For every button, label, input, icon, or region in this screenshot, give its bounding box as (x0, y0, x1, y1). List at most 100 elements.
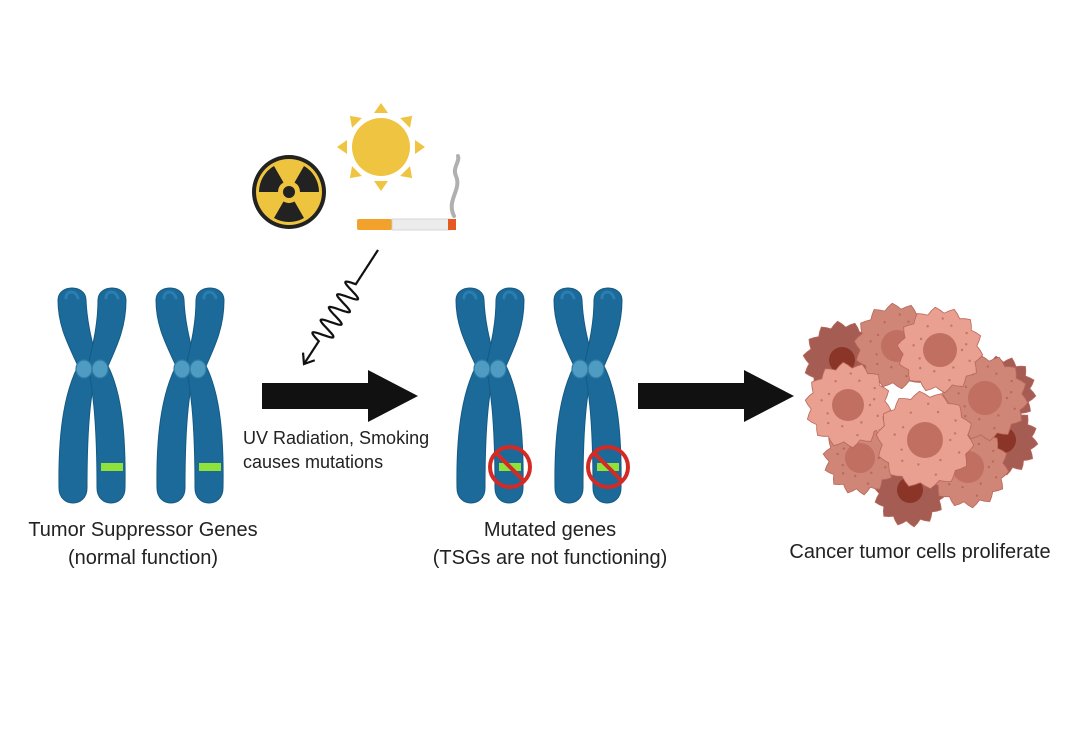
sun-ray (337, 140, 347, 154)
cell-granule (842, 447, 846, 450)
cell-granule (948, 378, 951, 382)
centromere (173, 359, 191, 379)
cell-granule (827, 392, 831, 396)
cigarette-smoking-icon (357, 154, 461, 231)
cause-label: UV Radiation, Smoking causes mutations (243, 426, 429, 474)
cell-nucleus (832, 389, 864, 421)
cell-granule (898, 313, 901, 316)
cell-granule (934, 498, 937, 501)
cigarette-paper (391, 218, 451, 231)
radiation-blade (274, 201, 304, 222)
stage-label-mutated-line2: (TSGs are not functioning) (432, 547, 668, 569)
tumor-cell (875, 390, 975, 490)
chromatid-left (155, 287, 197, 504)
cell-granule (851, 336, 854, 340)
cell-granule (900, 448, 903, 451)
cell-granule (936, 410, 940, 414)
cell-granule (836, 452, 839, 456)
centromere (75, 359, 93, 379)
cell-granule (948, 482, 951, 486)
centromere (189, 359, 207, 379)
cell-granule (907, 320, 910, 323)
cell-granule (994, 476, 998, 479)
cell-granule (820, 399, 823, 402)
cell-granule (853, 474, 857, 478)
cell-granule (933, 370, 936, 373)
cell-granule (883, 321, 886, 324)
sun-ray (415, 140, 425, 154)
cell-granule (884, 466, 887, 469)
cell-granule (993, 426, 996, 430)
cell-granule (868, 403, 872, 407)
cell-granule (876, 414, 879, 418)
cell-granule (975, 494, 979, 497)
chromosome (455, 287, 532, 504)
arrow-mutated-to-cancer (638, 370, 794, 422)
cell-granule (876, 362, 879, 366)
cell-granule (822, 366, 825, 369)
cell-granule (903, 506, 907, 510)
cell-granule (877, 456, 880, 460)
chromatid-left (57, 287, 99, 504)
cell-granule (961, 485, 964, 489)
cell-nucleus (923, 333, 957, 367)
stage-label-cancer: Cancer tumor cells proliferate (770, 538, 1070, 566)
radiation-wave-arrow (301, 249, 379, 366)
sun-ray (400, 115, 413, 128)
tumor-suppressor-gene-band (101, 463, 123, 471)
cell-granule (1009, 462, 1012, 466)
chromatid-highlight (202, 290, 218, 300)
cell-granule (919, 366, 922, 370)
centromere (489, 359, 507, 379)
centromere (571, 359, 589, 379)
cell-granule (968, 359, 971, 363)
cell-granule (890, 366, 893, 369)
chromosome (155, 287, 225, 504)
stage-label-normal-line2: (normal function) (67, 547, 219, 569)
cell-granule (977, 442, 980, 446)
cell-granule (886, 484, 889, 488)
cell-granule (952, 366, 955, 369)
cell-granule (869, 340, 872, 343)
sun-ray (349, 115, 362, 128)
centromere (473, 359, 491, 379)
cell-granule (901, 459, 904, 463)
prohibited-sign-icon (586, 445, 630, 489)
cell-granule (963, 405, 966, 408)
cause-label-line1: UV Radiation, Smoking (243, 428, 430, 448)
cell-granule (892, 504, 895, 507)
sun-ray (374, 103, 388, 113)
cell-granule (872, 398, 876, 401)
cell-granule (829, 337, 833, 340)
cell-granule (841, 425, 844, 428)
cell-nucleus (968, 381, 1002, 415)
chromatid-highlight (64, 290, 80, 300)
cell-granule (826, 412, 829, 415)
tumor-suppressor-gene-band (199, 463, 221, 471)
cell-granule (842, 472, 845, 475)
stage-label-cancer-line1: Cancer tumor cells proliferate (789, 541, 1051, 563)
cell-granule (893, 433, 896, 436)
cell-granule (875, 353, 878, 356)
radiation-blade (294, 166, 319, 192)
cell-granule (817, 354, 820, 357)
cell-granule (905, 374, 908, 378)
cell-granule (954, 419, 957, 422)
cell-granule (860, 421, 863, 424)
sun-ray (349, 166, 362, 179)
cell-granule (849, 372, 852, 375)
cell-granule (950, 324, 953, 327)
cell-granule (927, 488, 930, 492)
cell-granule (992, 449, 995, 453)
arrow-normal-to-mutated (262, 370, 418, 422)
chromatid-highlight (600, 290, 616, 300)
cell-granule (916, 514, 920, 517)
cell-granule (1009, 391, 1013, 394)
cell-granule (909, 411, 913, 414)
cell-granule (941, 317, 944, 320)
cell-granule (1010, 379, 1013, 383)
smoke (449, 154, 461, 218)
stage-label-mutated: Mutated genes (TSGs are not functioning) (410, 516, 690, 572)
cell-granule (964, 343, 968, 346)
